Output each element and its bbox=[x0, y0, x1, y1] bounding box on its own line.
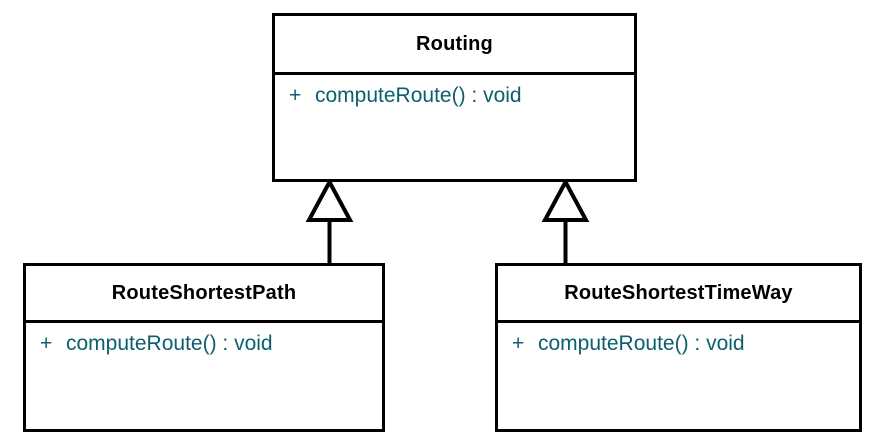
uml-member-row: + computeRoute() : void bbox=[498, 333, 859, 354]
uml-class-title-row: RouteShortestTimeWay bbox=[498, 266, 859, 323]
generalization-edge-route-shortest-path[interactable] bbox=[300, 177, 360, 265]
uml-member-signature: computeRoute() : void bbox=[66, 332, 273, 355]
generalization-edge-route-shortest-time-way[interactable] bbox=[536, 177, 596, 265]
uml-class-name-route-shortest-time-way: RouteShortestTimeWay bbox=[564, 281, 793, 304]
uml-member-visibility: + bbox=[40, 332, 53, 355]
hollow-triangle-arrowhead bbox=[305, 177, 354, 222]
uml-class-title-row: RouteShortestPath bbox=[26, 266, 382, 323]
uml-class-name-routing: Routing bbox=[416, 32, 493, 55]
hollow-triangle-arrowhead bbox=[541, 177, 590, 222]
uml-member-visibility: + bbox=[289, 84, 302, 107]
uml-class-route-shortest-path[interactable]: RouteShortestPath + computeRoute() : voi… bbox=[23, 263, 385, 432]
uml-class-routing[interactable]: Routing + computeRoute() : void bbox=[272, 13, 637, 182]
uml-class-route-shortest-time-way[interactable]: RouteShortestTimeWay + computeRoute() : … bbox=[495, 263, 862, 432]
uml-class-members-route-shortest-time-way: + computeRoute() : void bbox=[498, 323, 859, 354]
uml-member-visibility: + bbox=[512, 332, 525, 355]
uml-class-title-row: Routing bbox=[275, 16, 634, 75]
uml-member-row: + computeRoute() : void bbox=[275, 85, 634, 106]
uml-class-members-route-shortest-path: + computeRoute() : void bbox=[26, 323, 382, 354]
uml-member-row: + computeRoute() : void bbox=[26, 333, 382, 354]
uml-class-name-route-shortest-path: RouteShortestPath bbox=[111, 281, 297, 304]
uml-class-members-routing: + computeRoute() : void bbox=[275, 75, 634, 106]
uml-member-signature: computeRoute() : void bbox=[538, 332, 745, 355]
uml-member-signature: computeRoute() : void bbox=[315, 84, 522, 107]
